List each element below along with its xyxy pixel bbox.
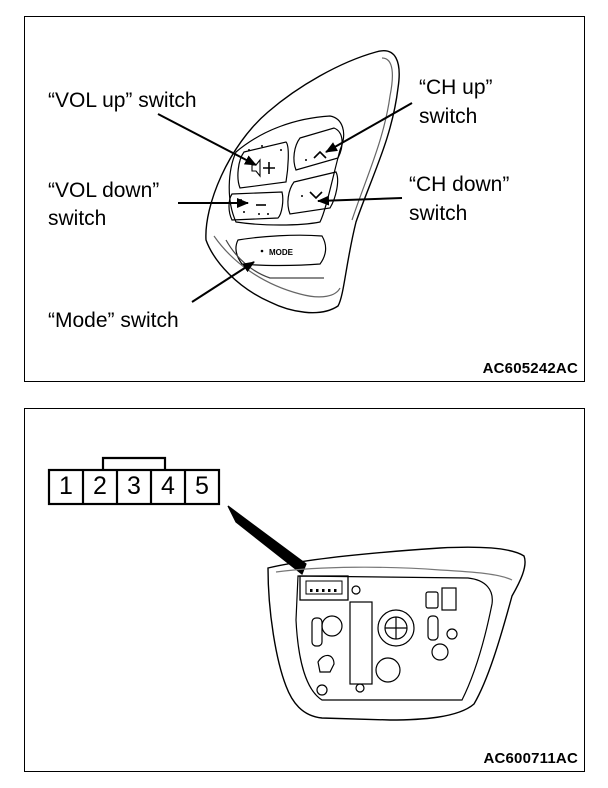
connector-pin-1: 1 [59,472,73,500]
vol-down-label-line1: “VOL down” [48,179,160,202]
steering-switch-unit [205,50,400,314]
ch-down-label-line2: switch [409,202,468,225]
mode-label: “Mode” switch [48,309,179,332]
ch-up-label-line2: switch [419,105,478,128]
connector-pin-5: 5 [195,472,209,500]
vol-down-label-line2: switch [48,207,107,230]
connector-pin-4: 4 [161,472,175,500]
vol-up-label: “VOL up” switch [48,89,197,112]
callout-arrows [157,102,413,303]
ch-down-label-line1: “CH down” [409,173,510,196]
figure-code-top: AC605242AC [482,360,578,377]
mode-button-text: MODE [269,248,294,257]
connector-pin-diagram [47,456,221,506]
connector-pin-2: 2 [93,472,107,500]
switch-rear-view [227,505,526,721]
connector-pin-3: 3 [127,472,141,500]
ch-up-label-line1: “CH up” [419,76,493,99]
figure-code-bottom: AC600711AC [483,750,578,767]
switch-location-figure: AC605242AC [24,16,585,382]
